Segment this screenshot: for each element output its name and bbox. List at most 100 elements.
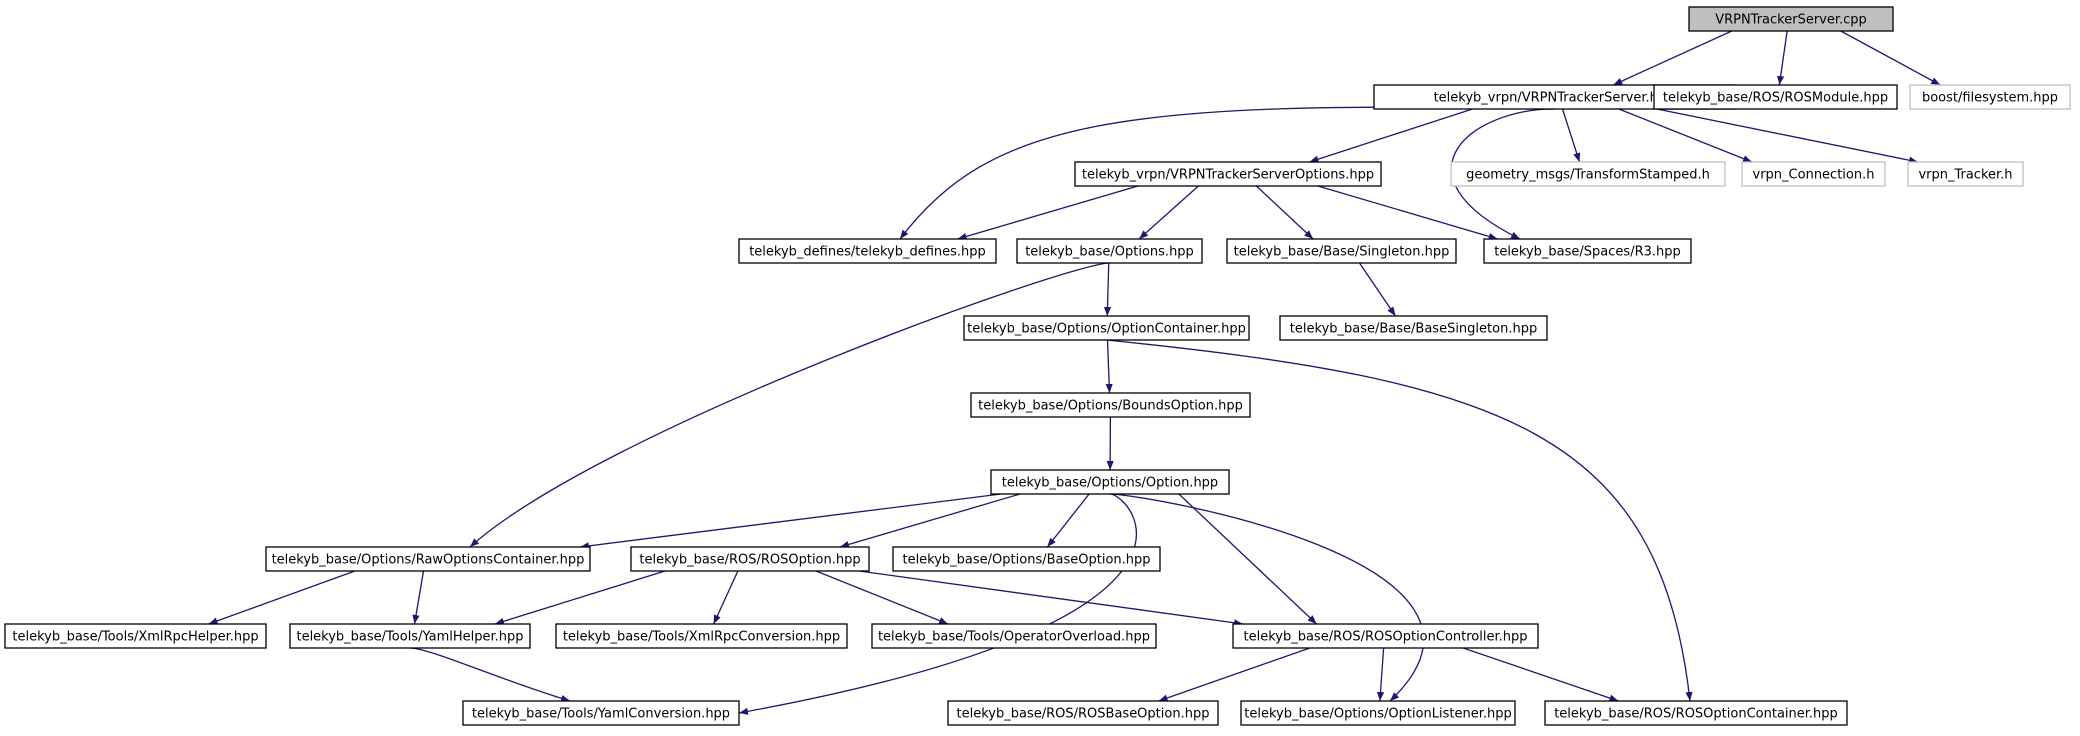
node-rosoptcontainer[interactable]: telekyb_base/ROS/ROSOptionContainer.hpp — [1544, 700, 1848, 726]
node-yamlhelper[interactable]: telekyb_base/Tools/YamlHelper.hpp — [289, 623, 531, 649]
node-box — [462, 700, 740, 726]
node-label: telekyb_base/Options/BoundsOption.hpp — [978, 399, 1243, 414]
node-singleton[interactable]: telekyb_base/Base/Singleton.hpp — [1226, 238, 1457, 264]
node-rosoptctrl[interactable]: telekyb_base/ROS/ROSOptionController.hpp — [1232, 623, 1539, 649]
node-boundsopt[interactable]: telekyb_base/Options/BoundsOption.hpp — [970, 392, 1251, 418]
node-box — [1688, 6, 1894, 32]
edges-layer — [208, 30, 1941, 715]
edge-serveropts-to-singleton — [1255, 185, 1314, 240]
node-serveropts[interactable]: telekyb_vrpn/VRPNTrackerServerOptions.hp… — [1074, 161, 1382, 187]
node-label: telekyb_base/Tools/OperatorOverload.hpp — [878, 630, 1150, 645]
node-box — [738, 238, 997, 264]
node-opoverload[interactable]: telekyb_base/Tools/OperatorOverload.hpp — [871, 623, 1157, 649]
edge-options-to-optcontainer — [1103, 262, 1112, 317]
edge-serveropts-to-options — [1138, 185, 1199, 240]
edge-rosoptctrl-to-rosoptcontainer — [1462, 647, 1619, 702]
node-basesingleton[interactable]: telekyb_base/Base/BaseSingleton.hpp — [1279, 315, 1548, 341]
node-label: telekyb_base/Options/OptionContainer.hpp — [967, 322, 1246, 337]
node-defines[interactable]: telekyb_defines/telekyb_defines.hpp — [738, 238, 997, 264]
node-box — [1544, 700, 1848, 726]
node-rosbaseopt[interactable]: telekyb_base/ROS/ROSBaseOption.hpp — [947, 700, 1219, 726]
node-box — [555, 623, 848, 649]
edge-rosoptctrl-to-rosbaseopt — [1158, 647, 1311, 702]
edge-optcontainer-to-boundsopt — [1105, 339, 1113, 394]
node-box — [1909, 84, 2071, 110]
edge-rosoption-to-rosoptctrl — [858, 570, 1244, 627]
nodes-layer: VRPNTrackerServer.cpp telekyb_vrpn/VRPNTr… — [4, 6, 2071, 726]
node-label: telekyb_base/Tools/XmlRpcHelper.hpp — [12, 630, 258, 645]
edge-vrpnserver-to-vrpntracker — [1656, 108, 1919, 164]
node-rawopts[interactable]: telekyb_base/Options/RawOptionsContainer… — [265, 546, 591, 572]
edge-option-to-rosoption — [839, 493, 1021, 548]
node-xmlrpcconv[interactable]: telekyb_base/Tools/XmlRpcConversion.hpp — [555, 623, 848, 649]
node-label: vrpn_Connection.h — [1753, 168, 1875, 183]
edge-root-to-filesystem — [1840, 30, 1941, 86]
node-label: geometry_msgs/TransformStamped.h — [1466, 168, 1710, 183]
node-label: telekyb_base/ROS/ROSOption.hpp — [639, 553, 860, 568]
node-label: telekyb_defines/telekyb_defines.hpp — [749, 245, 986, 260]
node-label: telekyb_base/Options.hpp — [1025, 245, 1194, 260]
node-label: telekyb_base/Options/BaseOption.hpp — [902, 553, 1150, 568]
node-baseoption[interactable]: telekyb_base/Options/BaseOption.hpp — [892, 546, 1161, 572]
node-box — [1450, 161, 1726, 187]
node-optlistener[interactable]: telekyb_base/Options/OptionListener.hpp — [1240, 700, 1516, 726]
node-label: telekyb_base/Options/RawOptionsContainer… — [272, 553, 585, 568]
node-label: VRPNTrackerServer.cpp — [1715, 13, 1867, 28]
node-box — [1240, 700, 1516, 726]
edge-rawopts-to-xmlrpchelper — [208, 570, 356, 625]
node-option[interactable]: telekyb_base/Options/Option.hpp — [990, 469, 1230, 495]
node-box — [970, 392, 1251, 418]
node-box — [1907, 161, 2024, 187]
node-box — [1074, 161, 1382, 187]
node-box — [990, 469, 1230, 495]
node-box — [1016, 238, 1203, 264]
node-xmlrpchelper[interactable]: telekyb_base/Tools/XmlRpcHelper.hpp — [4, 623, 267, 649]
node-options[interactable]: telekyb_base/Options.hpp — [1016, 238, 1203, 264]
node-yamlconv[interactable]: telekyb_base/Tools/YamlConversion.hpp — [462, 700, 740, 726]
edge-optcontainer-to-rosoptcontainer — [1106, 339, 1693, 702]
node-vrpntracker: vrpn_Tracker.h — [1907, 161, 2024, 187]
edge-rosoption-to-yamlhelper — [494, 570, 666, 625]
edge-serveropts-to-defines — [957, 185, 1139, 240]
node-box — [1741, 161, 1886, 187]
node-optcontainer[interactable]: telekyb_base/Options/OptionContainer.hpp — [963, 315, 1250, 341]
node-label: telekyb_base/Base/BaseSingleton.hpp — [1290, 322, 1537, 337]
node-label: telekyb_base/Options/Option.hpp — [1002, 476, 1218, 491]
node-label: telekyb_base/ROS/ROSModule.hpp — [1663, 91, 1888, 106]
node-label: vrpn_Tracker.h — [1918, 168, 2012, 183]
edge-vrpnserver-to-serveropts — [1309, 108, 1473, 163]
edge-rawopts-to-yamlhelper — [412, 570, 425, 625]
edge-serveropts-to-r3 — [1317, 185, 1498, 240]
node-label: telekyb_base/Tools/YamlHelper.hpp — [296, 630, 523, 645]
edge-option-to-rosoptctrl — [1178, 493, 1318, 625]
edge-yamlhelper-to-yamlconv — [409, 647, 571, 702]
node-label: telekyb_vrpn/VRPNTrackerServerOptions.hp… — [1082, 168, 1374, 183]
edge-rosoption-to-xmlrpcconv — [713, 570, 739, 625]
node-box — [871, 623, 1157, 649]
node-box — [892, 546, 1161, 572]
node-root[interactable]: VRPNTrackerServer.cpp — [1688, 6, 1894, 32]
node-box — [265, 546, 591, 572]
edge-option-to-rawopts — [579, 493, 1002, 550]
node-box — [1226, 238, 1457, 264]
node-box — [947, 700, 1219, 726]
node-label: boost/filesystem.hpp — [1922, 91, 2058, 106]
node-box — [630, 546, 870, 572]
node-label: telekyb_base/ROS/ROSOptionContainer.hpp — [1554, 707, 1838, 722]
edge-rosoptctrl-to-optlistener — [1376, 647, 1385, 702]
node-label: telekyb_base/Tools/YamlConversion.hpp — [472, 707, 730, 722]
node-box — [1279, 315, 1548, 341]
edge-root-to-vrpnserver — [1612, 30, 1733, 86]
node-r3[interactable]: telekyb_base/Spaces/R3.hpp — [1483, 238, 1692, 264]
edge-option-to-optlistener — [1109, 493, 1425, 702]
node-label: telekyb_base/Base/Singleton.hpp — [1234, 245, 1450, 260]
node-rosmodule[interactable]: telekyb_base/ROS/ROSModule.hpp — [1653, 84, 1898, 110]
node-vrpnconn: vrpn_Connection.h — [1741, 161, 1886, 187]
node-box — [963, 315, 1250, 341]
node-box — [1232, 623, 1539, 649]
edge-option-to-baseoption — [1046, 493, 1090, 548]
node-rosoption[interactable]: telekyb_base/ROS/ROSOption.hpp — [630, 546, 870, 572]
edge-option-to-yamlconv — [738, 493, 1137, 715]
node-filesystem: boost/filesystem.hpp — [1909, 84, 2071, 110]
